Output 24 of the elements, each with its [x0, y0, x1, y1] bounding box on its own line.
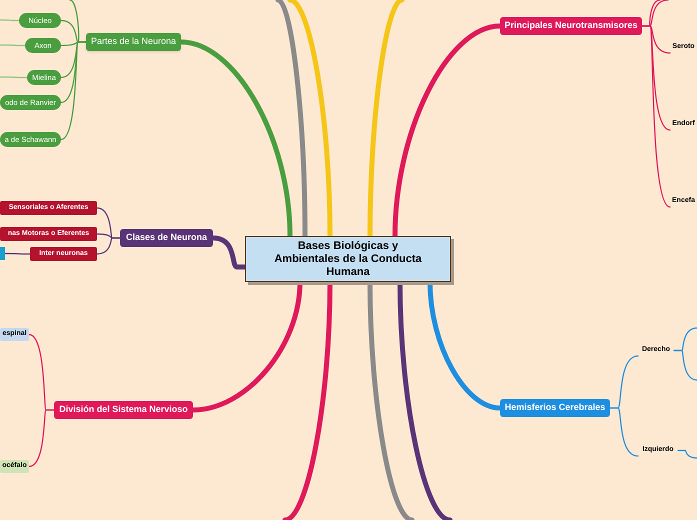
topic-box: Partes de la Neurona [86, 33, 181, 51]
branch-line [677, 450, 697, 459]
small-box [0, 247, 5, 260]
branch-line [4, 252, 31, 255]
branch-line [288, 0, 332, 238]
branch-line [0, 44, 26, 46]
branch-line [368, 0, 404, 238]
central-topic-box: Bases Biológicas y Ambientales de la Conducta Humana [245, 236, 451, 282]
branch-line [210, 236, 248, 270]
branch-line [28, 409, 55, 468]
topic-box: Clases de Neurona [120, 229, 213, 247]
branch-line [673, 350, 697, 381]
topic-box: Principales Neurotransmisores [500, 17, 642, 35]
branch-line [96, 237, 121, 255]
topic-box: División del Sistema Nervioso [54, 401, 193, 419]
branch-line [69, 0, 87, 43]
branch-line [276, 0, 308, 238]
branch-line [641, 0, 669, 27]
topic-box: Hemisferios Cerebrales [500, 399, 610, 417]
branch-line [0, 19, 20, 22]
branch-line [0, 76, 28, 78]
branch-line [609, 407, 639, 457]
branch-line [178, 40, 292, 238]
branch-line [392, 24, 502, 238]
